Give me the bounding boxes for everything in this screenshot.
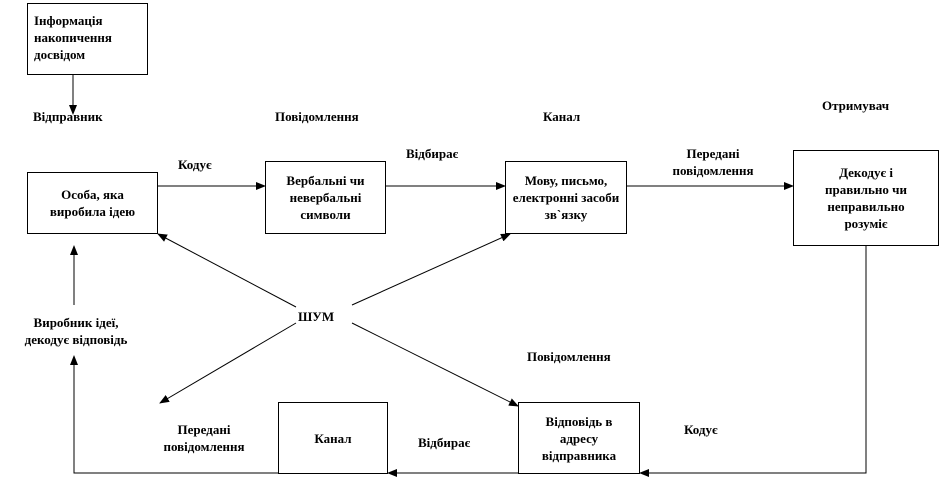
arrow-noise-to-sender (157, 233, 297, 308)
label-message-top: Повідомлення (275, 109, 359, 124)
label-producer: Виробник ідеї, декодує відповідь (13, 314, 139, 348)
box-response-text: Відповідь в адресу відправника (541, 413, 617, 463)
label-transmitted-top-line1: Передані (686, 146, 740, 161)
label-transmitted-top: Передані повідомлення (648, 145, 778, 179)
label-selects-top: Відбирає (406, 146, 459, 161)
box-sender-person: Особа, яка виробила ідею (27, 172, 158, 234)
label-transmitted-bottom: Передані повідомлення (148, 421, 260, 455)
label-selects-bottom: Відбирає (418, 435, 471, 450)
box-receiver-decodes-text: Декодує і правильно чи неправильно розум… (825, 165, 907, 231)
label-sender: Відправник (33, 109, 103, 124)
arrow-noise-to-transmitted (159, 322, 297, 404)
box-channel-bottom-text: Канал (314, 430, 352, 446)
box-channel-top-text: Мову, письмо, електронні засоби зв`язку (512, 173, 620, 222)
box-receiver-decodes: Декодує і правильно чи неправильно розум… (793, 150, 939, 246)
label-noise: ШУМ (298, 309, 335, 324)
box-channel-top: Мову, письмо, електронні засоби зв`язку (505, 161, 627, 234)
label-transmitted-bottom-line1: Передані (177, 422, 231, 437)
label-encodes-top: Кодує (178, 157, 212, 172)
arrow-channel-to-producer (70, 355, 278, 474)
box-symbols-text: Вербальні чи невербальні символи (286, 173, 365, 222)
label-producer-line2: декодує відповідь (24, 332, 128, 347)
box-response: Відповідь в адресу відправника (518, 402, 640, 474)
arrow-noise-to-channel (351, 233, 511, 306)
label-message-bottom: Повідомлення (527, 349, 611, 364)
box-sender-person-text: Особа, яка виробила ідею (49, 187, 136, 219)
label-channel: Канал (543, 109, 581, 124)
label-producer-line1: Виробник ідеї, (33, 315, 119, 330)
label-receiver: Отримувач (822, 98, 890, 113)
label-transmitted-top-line2: повідомлення (672, 163, 754, 178)
label-transmitted-bottom-line2: повідомлення (163, 439, 245, 454)
box-experience: Інформація накопичення досвідом (27, 3, 148, 75)
label-encodes-bottom: Кодує (684, 422, 718, 437)
line-receiver-down-and-left (639, 246, 867, 477)
box-channel-bottom: Канал (278, 402, 388, 474)
box-symbols: Вербальні чи невербальні символи (265, 161, 386, 234)
box-experience-text: Інформація накопичення досвідом (34, 13, 112, 62)
arrow-noise-to-response (351, 322, 519, 407)
